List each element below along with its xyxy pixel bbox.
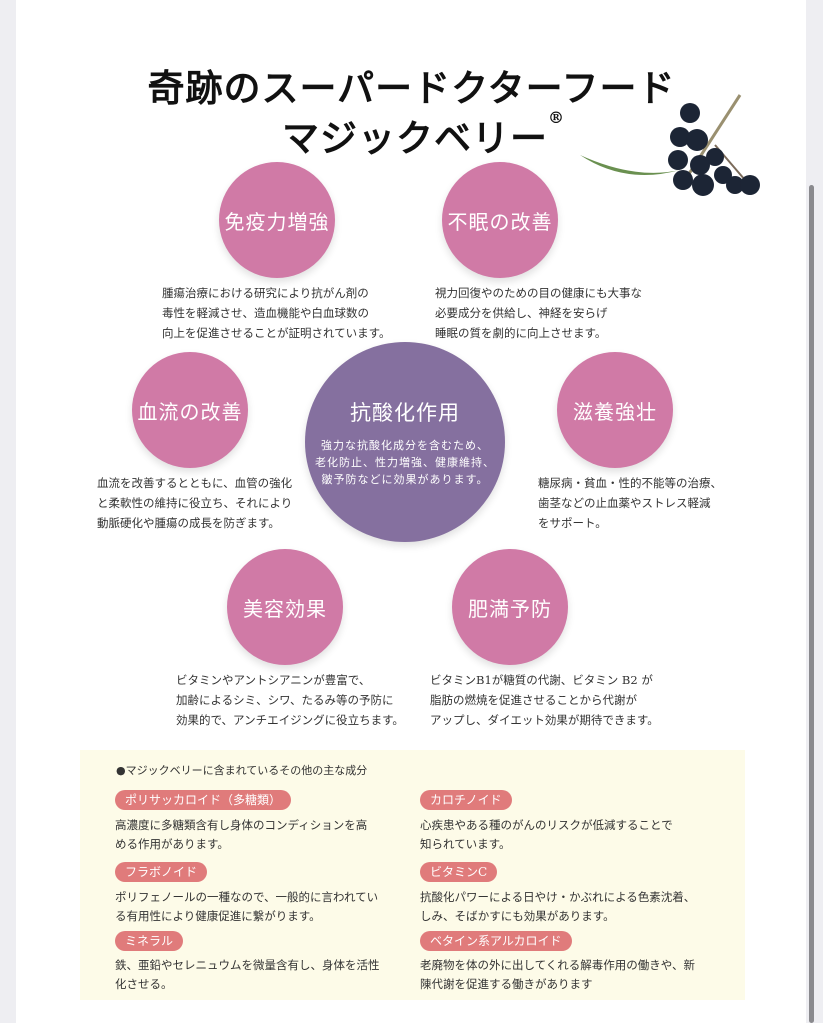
benefit-circle-obesity: 肥満予防 bbox=[452, 549, 568, 665]
benefit-desc-insomnia: 視力回復やのための目の健康にも大事な必要成分を供給し、神経を安らげ睡眠の質を劇的… bbox=[435, 286, 642, 340]
component-tag: ビタミンC bbox=[420, 862, 498, 882]
component-tag: フラボノイド bbox=[115, 862, 208, 882]
component-desc: ポリフェノールの一種なので、一般的に言われている有用性により健康促進に繋がります… bbox=[115, 890, 379, 923]
benefit-circle-antioxidant: 抗酸化作用 強力な抗酸化成分を含むため、老化防止、性力増強、健康維持、皺予防など… bbox=[305, 342, 505, 542]
antioxidant-title: 抗酸化作用 bbox=[350, 401, 460, 425]
components-heading: ●マジックベリーに含まれているその他の主な成分 bbox=[116, 764, 368, 777]
component-tag: ポリサッカロイド（多糖類） bbox=[115, 790, 292, 810]
component-desc: 鉄、亜鉛やセレニュウムを微量含有し、身体を活性化させる。 bbox=[115, 958, 380, 991]
title-line1: 奇跡のスーパードクターフード bbox=[147, 66, 676, 110]
component-desc: 心疾患やある種のがんのリスクが低減することで知られています。 bbox=[420, 818, 673, 851]
title-line2: マジックベリー® bbox=[12, 108, 823, 162]
product-name: マジックベリー bbox=[282, 116, 548, 160]
berry-image bbox=[580, 94, 760, 196]
benefit-desc-immunity: 腫瘍治療における研究により抗がん剤の毒性を軽減させ、造血機能や白血球数の向上を促… bbox=[162, 286, 391, 340]
benefit-circle-immunity: 免疫力増強 bbox=[219, 162, 335, 278]
benefit-circle-bloodflow: 血流の改善 bbox=[132, 352, 248, 468]
component-desc: 抗酸化パワーによる日やけ・かぶれによる色素沈着、しみ、そばかすにも効果があります… bbox=[420, 890, 696, 923]
benefit-desc-obesity: ビタミンB1が糖質の代謝、ビタミン B2 が脂肪の燃焼を促進させることから代謝が… bbox=[430, 673, 659, 727]
component-tag: カロチノイド bbox=[420, 790, 512, 810]
scrollbar[interactable] bbox=[809, 185, 814, 1023]
benefit-circle-beauty: 美容効果 bbox=[227, 549, 343, 665]
benefit-circle-tonic: 滋養強壮 bbox=[557, 352, 673, 468]
benefit-desc-tonic: 糖尿病・貧血・性的不能等の治療、歯茎などの止血薬やストレス軽減をサポート。 bbox=[538, 476, 722, 530]
component-tag: ミネラル bbox=[115, 931, 184, 951]
registered-mark: ® bbox=[548, 108, 565, 127]
benefit-circle-insomnia: 不眠の改善 bbox=[442, 162, 558, 278]
benefit-desc-bloodflow: 血流を改善するとともに、血管の強化と柔軟性の維持に役立ち、それにより動脈硬化や腫… bbox=[97, 476, 293, 530]
component-desc: 老廃物を体の外に出してくれる解毒作用の働きや、新陳代謝を促進する働きがあります bbox=[420, 958, 695, 991]
components-box: ●マジックベリーに含まれているその他の主な成分 ポリサッカロイド（多糖類） 高濃… bbox=[80, 750, 745, 1000]
benefit-desc-beauty: ビタミンやアントシアニンが豊富で、加齢によるシミ、シワ、たるみ等の予防に効果的で… bbox=[176, 673, 404, 727]
component-tag: ベタイン系アルカロイド bbox=[420, 931, 572, 951]
component-desc: 高濃度に多糖類含有し身体のコンディションを高める作用があります。 bbox=[115, 818, 368, 851]
